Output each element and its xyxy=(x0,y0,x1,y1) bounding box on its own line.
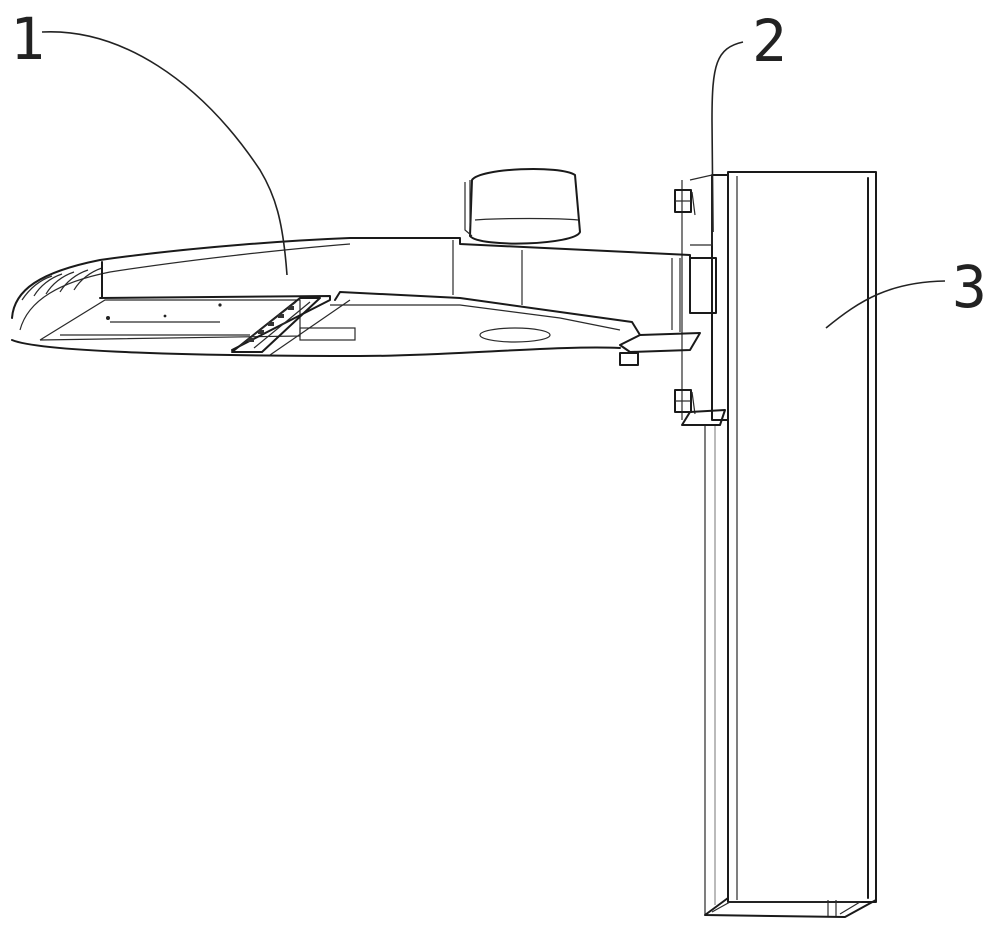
led-module-marks xyxy=(248,306,294,342)
leader-line-2 xyxy=(711,41,744,233)
label-1: 1 xyxy=(10,5,45,73)
label-3: 3 xyxy=(952,253,987,321)
bracket xyxy=(619,174,729,426)
leader-line-1 xyxy=(41,31,288,276)
pole xyxy=(704,171,877,918)
label-2: 2 xyxy=(752,7,787,75)
leader-line-3 xyxy=(825,280,946,329)
lamp-body xyxy=(11,237,691,357)
photocell-sensor xyxy=(464,168,581,245)
